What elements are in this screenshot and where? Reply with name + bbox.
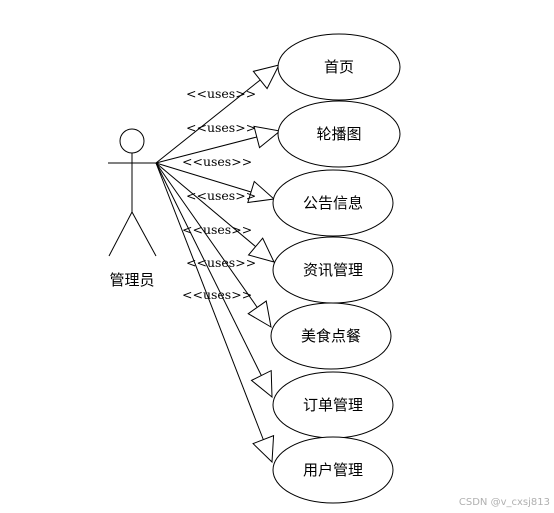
association-line (155, 162, 252, 193)
use-case-ellipse (277, 100, 401, 168)
watermark: CSDN @v_cxsj813 (459, 497, 550, 508)
use-case: 首页 (277, 33, 401, 101)
use-case-label: 用户管理 (303, 461, 363, 479)
use-case-ellipse (277, 33, 401, 101)
actor-head (119, 128, 145, 154)
stereotype-label: <<uses>> (186, 120, 256, 135)
actor-label: 管理员 (109, 271, 154, 289)
association-arrowhead (252, 64, 280, 90)
actor-figure (108, 128, 157, 257)
association-line (155, 79, 261, 164)
use-case: 资讯管理 (272, 236, 394, 304)
association-arrowhead (247, 300, 272, 328)
stereotype-label: <<uses>> (182, 222, 252, 237)
use-case-ellipse (272, 436, 394, 504)
associations (155, 64, 282, 464)
use-case-label: 轮播图 (316, 125, 361, 143)
stereotype-label: <<uses>> (182, 287, 252, 302)
association-line (155, 162, 256, 247)
use-case-label: 公告信息 (303, 194, 363, 212)
use-case-label: 首页 (324, 58, 354, 76)
use-case: 用户管理 (272, 436, 394, 504)
stereotype-labels: <<uses>> <<uses>> <<uses>> <<uses>> <<uses>>… (182, 86, 256, 302)
association-line (155, 162, 258, 308)
use-case-label: 订单管理 (303, 396, 363, 414)
association-line (155, 136, 257, 164)
use-case-label: 资讯管理 (303, 261, 363, 279)
use-case-ellipse (272, 169, 394, 237)
association-arrowhead (252, 434, 275, 464)
use-case: 轮播图 (277, 100, 401, 168)
association-line (155, 162, 264, 440)
association-arrowhead (253, 125, 282, 149)
actor-right-leg (131, 211, 157, 257)
stereotype-label: <<uses>> (182, 154, 252, 169)
association-arrowhead (247, 237, 275, 263)
association-arrowhead (250, 369, 273, 399)
stereotype-label: <<uses>> (186, 188, 256, 203)
actor-left-leg (108, 211, 133, 257)
stereotype-label: <<uses>> (186, 255, 256, 270)
use-case-label: 美食点餐 (301, 327, 361, 345)
stereotype-label: <<uses>> (186, 86, 256, 101)
use-case-ellipse (270, 302, 392, 370)
use-case: 订单管理 (272, 371, 394, 439)
use-case: 公告信息 (272, 169, 394, 237)
association-arrowhead (247, 180, 276, 204)
use-case: 美食点餐 (270, 302, 392, 370)
association-line (155, 162, 262, 376)
